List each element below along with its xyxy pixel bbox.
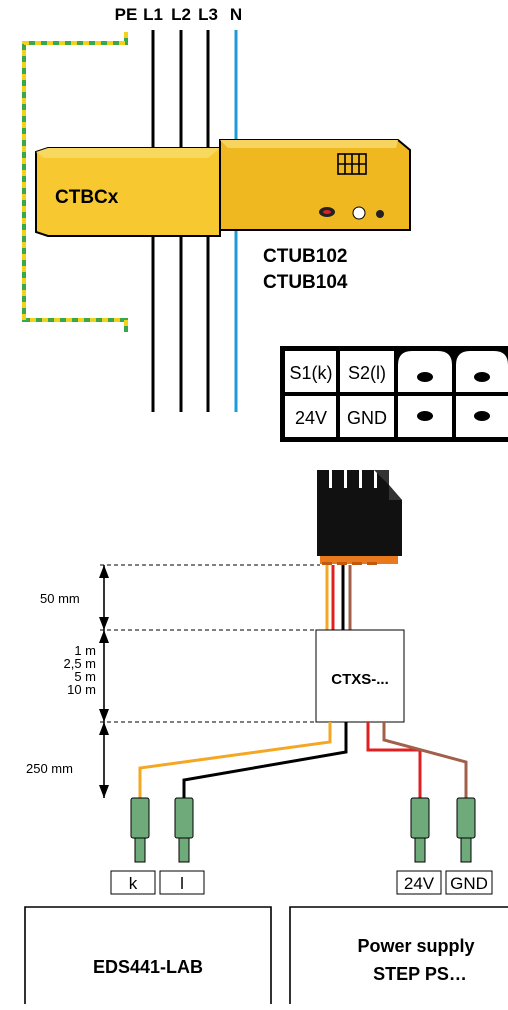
dimension-lines: [100, 564, 320, 798]
test-button-icon: [352, 206, 366, 220]
terminal-s1k: S1(k): [289, 363, 332, 383]
ctbcx-label: CTBCx: [55, 187, 119, 208]
label-gnd: GND: [450, 874, 488, 893]
ctxs-cable-box: CTXS-...: [315, 629, 405, 723]
step-ps-label: STEP PS…: [373, 964, 467, 984]
ctxs-label: CTXS-...: [331, 671, 389, 688]
ctub-unit: [219, 139, 411, 231]
label-k: k: [129, 874, 138, 893]
terminal-block: S1(k) S2(l) 24V GND: [280, 346, 508, 442]
pe-conductor: [22, 32, 128, 332]
ferrule-24v: [410, 797, 430, 863]
device-power-supply: Power supply STEP PS…: [289, 906, 508, 1004]
terminal-gnd: GND: [347, 408, 387, 428]
connector-icon: [337, 153, 367, 175]
ferrules: [130, 797, 476, 863]
ferrule-l: [174, 797, 194, 863]
led-dark-icon: [376, 210, 384, 218]
screw-icon: [474, 372, 490, 382]
plug-wires: [325, 565, 352, 630]
label-pe: PE: [115, 5, 138, 24]
dimension-2-5m: 2,5 m: [63, 656, 96, 671]
ctub-model-1: CTUB102: [263, 246, 347, 267]
label-l2: L2: [171, 5, 191, 24]
eds441-label: EDS441-LAB: [93, 957, 203, 977]
label-n: N: [230, 5, 242, 24]
screw-icon: [417, 411, 433, 421]
plug-connector: [317, 470, 402, 565]
screw-icon: [474, 411, 490, 421]
dimension-5m: 5 m: [74, 669, 96, 684]
screw-icon: [417, 372, 433, 382]
terminal-labels: k l 24V GND: [110, 870, 493, 895]
dimension-250mm: 250 mm: [26, 761, 73, 776]
device-eds441: EDS441-LAB: [24, 906, 272, 1004]
ferrule-k: [130, 797, 150, 863]
label-l3: L3: [198, 5, 218, 24]
terminal-24v: 24V: [295, 408, 327, 428]
output-wires: [138, 722, 468, 800]
power-supply-label: Power supply: [357, 936, 474, 956]
ctub-model-2: CTUB104: [263, 272, 348, 293]
ctbcx-transformer: CTBCx: [35, 147, 221, 237]
dimension-arrows: [99, 565, 109, 798]
label-l1: L1: [143, 5, 163, 24]
terminal-s2l: S2(l): [348, 363, 386, 383]
label-24v: 24V: [404, 874, 435, 893]
dimension-50mm: 50 mm: [40, 591, 80, 606]
dimension-10m: 10 m: [67, 682, 96, 697]
label-l: l: [180, 874, 184, 893]
dimension-1m: 1 m: [74, 643, 96, 658]
ferrule-gnd: [456, 797, 476, 863]
